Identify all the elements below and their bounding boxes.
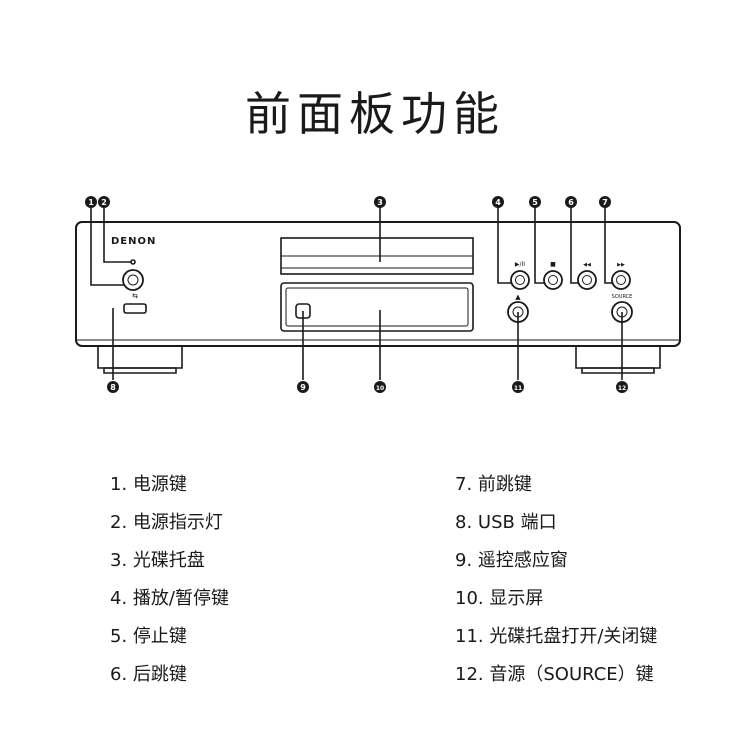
callout-number: 7 bbox=[602, 198, 608, 207]
callout-marker-5: 5 bbox=[529, 196, 541, 208]
left-foot bbox=[97, 345, 183, 374]
stop-button[interactable] bbox=[543, 270, 563, 290]
callout-number: 11 bbox=[514, 385, 522, 392]
legend-item: 8. USB 端口 bbox=[455, 512, 557, 533]
legend-item: 6. 后跳键 bbox=[110, 664, 187, 685]
legend-left-column: 1. 电源键 2. 电源指示灯 3. 光碟托盘 4. 播放/暂停键 5. 停止键… bbox=[110, 466, 229, 694]
leader-lines bbox=[90, 202, 623, 380]
callout-marker-12: 12 bbox=[616, 381, 628, 393]
callout-marker-4: 4 bbox=[492, 196, 504, 208]
stop-glyph: ■ bbox=[550, 261, 556, 268]
callout-marker-8: 8 bbox=[107, 381, 119, 393]
callout-number: 3 bbox=[377, 198, 383, 207]
callout-marker-7: 7 bbox=[599, 196, 611, 208]
callout-number: 6 bbox=[568, 198, 574, 207]
callout-number: 4 bbox=[495, 198, 501, 207]
disc-tray bbox=[280, 237, 474, 275]
usb-icon: ⇆ bbox=[132, 292, 138, 300]
next-glyph: ▶▶ bbox=[617, 262, 625, 268]
callout-number: 12 bbox=[618, 385, 626, 392]
chassis bbox=[75, 221, 681, 347]
callout-number: 8 bbox=[110, 383, 116, 392]
legend-item: 12. 音源（SOURCE）键 bbox=[455, 664, 654, 685]
next-button[interactable] bbox=[611, 270, 631, 290]
callout-marker-1: 1 bbox=[85, 196, 97, 208]
power-button[interactable] bbox=[122, 269, 144, 291]
callout-number: 5 bbox=[532, 198, 538, 207]
play-pause-glyph: ▶/II bbox=[515, 261, 525, 268]
legend-item: 11. 光碟托盘打开/关闭键 bbox=[455, 626, 658, 647]
brand-logo: DENON bbox=[111, 236, 156, 247]
right-foot bbox=[575, 345, 661, 374]
display-window bbox=[280, 282, 474, 332]
callout-marker-2: 2 bbox=[98, 196, 110, 208]
callout-marker-11: 11 bbox=[512, 381, 524, 393]
callout-marker-6: 6 bbox=[565, 196, 577, 208]
callout-number: 1 bbox=[88, 198, 94, 207]
legend-item: 5. 停止键 bbox=[110, 626, 187, 647]
page-title: 前面板功能 bbox=[245, 87, 505, 141]
legend-item: 1. 电源键 bbox=[110, 474, 187, 495]
legend-item: 7. 前跳键 bbox=[455, 474, 532, 495]
callout-number: 2 bbox=[101, 198, 107, 207]
play-pause-button[interactable] bbox=[510, 270, 530, 290]
legend-item: 2. 电源指示灯 bbox=[110, 512, 223, 533]
legend-right-column: 7. 前跳键 8. USB 端口 9. 遥控感应窗 10. 显示屏 11. 光碟… bbox=[455, 466, 657, 694]
callout-marker-3: 3 bbox=[374, 196, 386, 208]
callout-marker-9: 9 bbox=[297, 381, 309, 393]
legend-item: 4. 播放/暂停键 bbox=[110, 588, 229, 609]
source-label: SOURCE bbox=[612, 294, 633, 300]
callout-marker-10: 10 bbox=[374, 381, 386, 393]
legend-item: 3. 光碟托盘 bbox=[110, 550, 205, 571]
usb-port[interactable] bbox=[123, 303, 147, 314]
legend-item: 10. 显示屏 bbox=[455, 588, 544, 609]
prev-glyph: ◀◀ bbox=[583, 262, 591, 268]
eject-glyph: ▲ bbox=[515, 293, 521, 301]
power-indicator bbox=[130, 259, 136, 265]
prev-button[interactable] bbox=[577, 270, 597, 290]
legend-item: 9. 遥控感应窗 bbox=[455, 550, 568, 571]
callout-number: 10 bbox=[376, 385, 384, 392]
callout-number: 9 bbox=[300, 383, 306, 392]
